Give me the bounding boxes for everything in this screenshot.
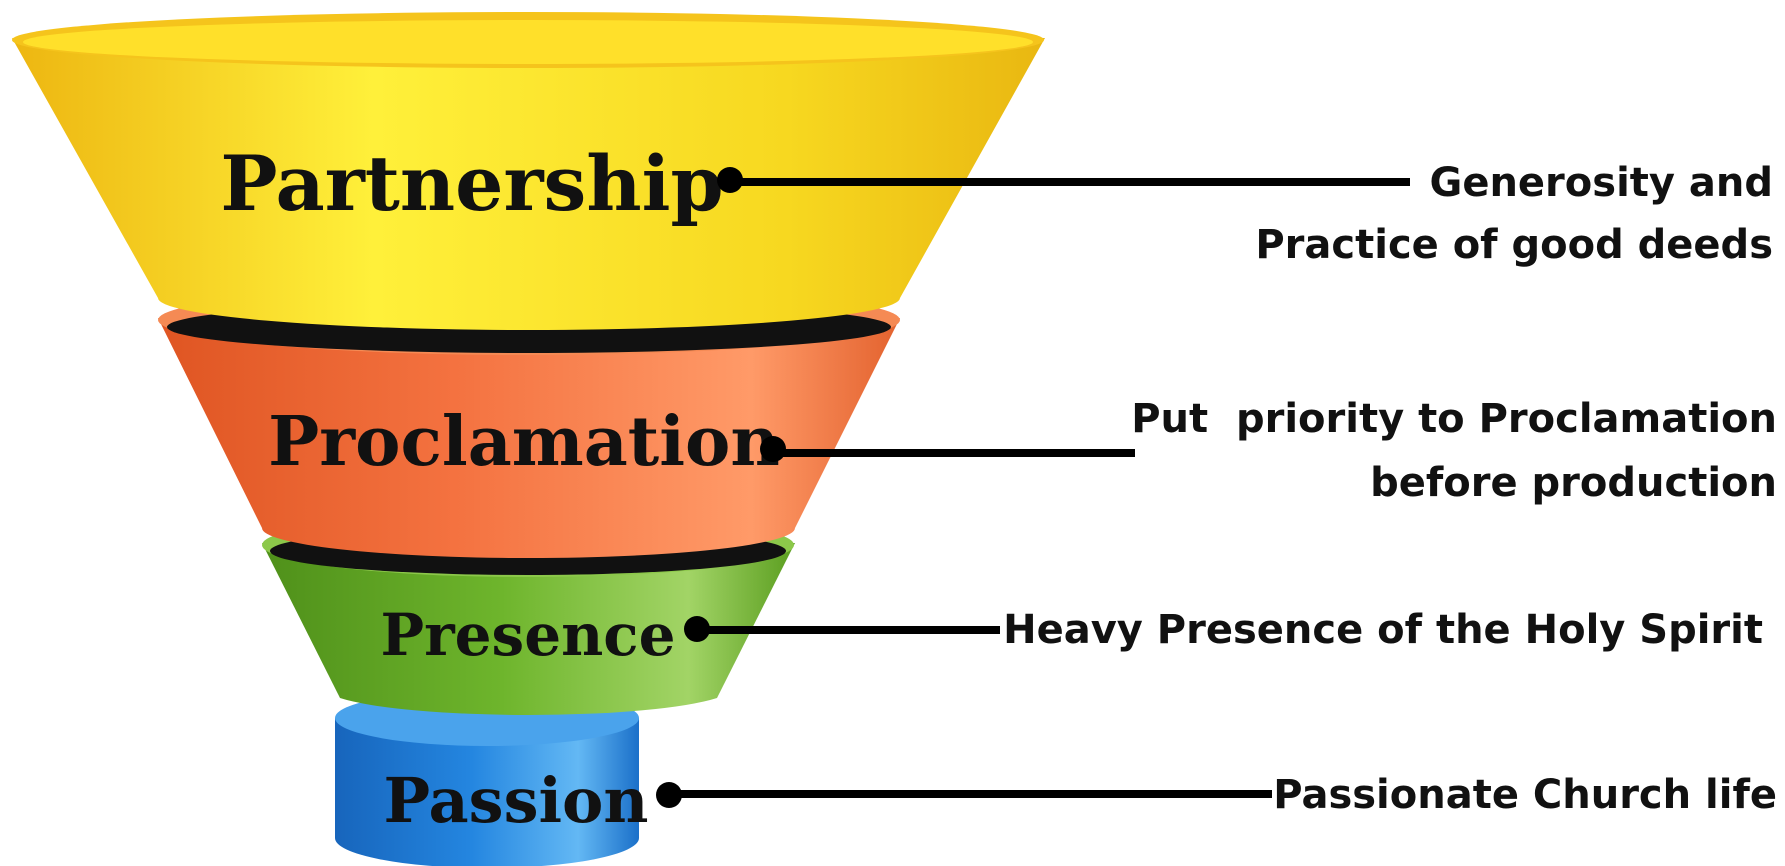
description-passion: Passionate Church life (1273, 772, 1777, 818)
connector-partnership (717, 167, 1410, 193)
connector-passion (656, 782, 1272, 808)
description-partnership-line-2: Practice of good deeds (1255, 222, 1773, 268)
description-partnership-line-1: Generosity and (1429, 160, 1773, 206)
stage-label-presence: Presence (380, 601, 675, 669)
stage-label-partnership: Partnership (220, 139, 723, 228)
connector-proclamation (760, 436, 1135, 462)
connector-presence (684, 616, 1000, 642)
description-proclamation-line-2: before production (1370, 460, 1777, 506)
description-proclamation-line-1: Put priority to Proclamation (1131, 396, 1777, 442)
description-presence: Heavy Presence of the Holy Spirit (1003, 607, 1763, 653)
stage-label-proclamation: Proclamation (268, 402, 780, 482)
stage-label-passion: Passion (384, 764, 649, 837)
funnel-segment-partnership (12, 12, 1045, 330)
